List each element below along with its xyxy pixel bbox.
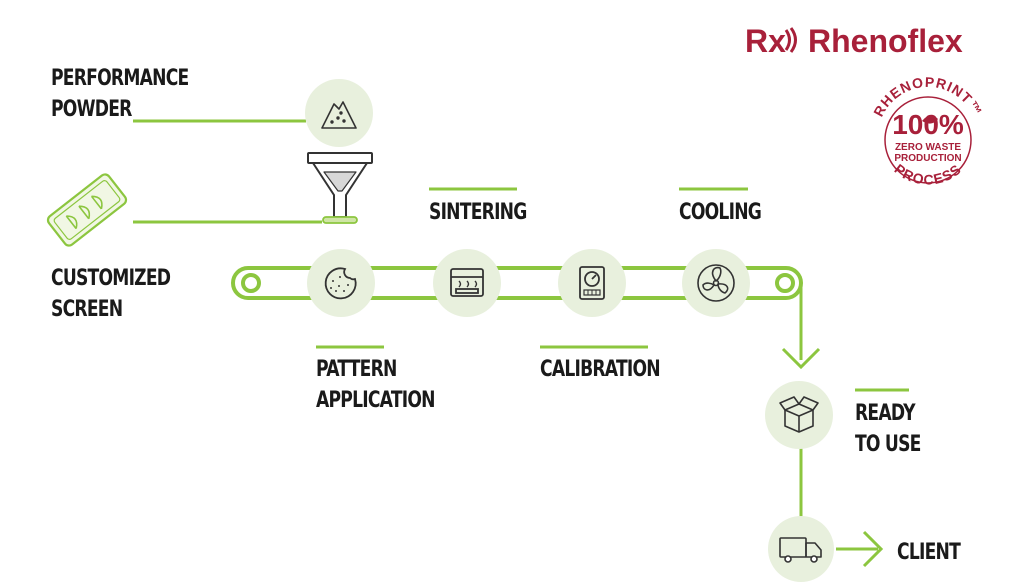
label-line: POWDER — [51, 97, 132, 122]
label-line: PATTERN — [316, 357, 397, 382]
label-sintering: SINTERING — [429, 197, 527, 228]
badge-line1: ZERO WASTE — [895, 142, 961, 153]
oven-icon — [450, 268, 484, 297]
powder-pile-icon — [321, 101, 357, 129]
ready-node — [765, 381, 833, 449]
label-line: CLIENT — [897, 540, 961, 565]
label-ready-to-use: READY TO USE — [855, 398, 921, 460]
rhenoflex-logo-mark: Rx — [745, 23, 797, 59]
pattern-node — [307, 249, 375, 317]
label-line: CALIBRATION — [540, 357, 661, 382]
sintering-node — [433, 249, 501, 317]
label-line: SINTERING — [429, 200, 527, 225]
label-performance-powder: PERFORMANCE POWDER — [51, 63, 189, 125]
gauge-icon — [579, 266, 605, 300]
label-line: READY — [855, 401, 916, 426]
cooling-node — [682, 249, 750, 317]
badge-percent: 100% — [892, 109, 964, 140]
label-calibration: CALIBRATION — [540, 354, 661, 385]
leaf-icon — [922, 115, 938, 124]
funnel-icon — [307, 152, 373, 224]
node-circles — [305, 79, 834, 582]
zero-waste-badge: RHENOPRINT™ PROCESS 100% ZERO WASTE PROD… — [870, 74, 985, 188]
label-line: SCREEN — [51, 297, 123, 322]
label-cooling: COOLING — [679, 197, 762, 228]
client-arrow — [862, 530, 884, 568]
fan-icon — [697, 264, 735, 302]
label-line: COOLING — [679, 200, 762, 225]
label-line: TO USE — [855, 432, 921, 457]
down-arrow — [781, 347, 821, 370]
label-line: APPLICATION — [316, 388, 436, 413]
flow-connectors — [133, 119, 884, 568]
label-customized-screen: CUSTOMIZED SCREEN — [51, 263, 171, 325]
truck-icon — [779, 537, 822, 563]
brand-name: Rhenoflex — [808, 23, 963, 59]
box-icon — [779, 396, 819, 433]
label-pattern-application: PATTERN APPLICATION — [316, 354, 436, 416]
badge-line2: PRODUCTION — [894, 153, 961, 164]
label-line: PERFORMANCE — [51, 66, 189, 91]
powder-node — [305, 79, 373, 147]
label-accents — [316, 187, 909, 392]
label-line: CUSTOMIZED — [51, 266, 171, 291]
badge-arc-bottom: PROCESS — [892, 161, 965, 188]
pattern-icon — [324, 267, 357, 300]
screen-plate-icon — [46, 173, 128, 247]
calibration-node — [558, 249, 626, 317]
label-client: CLIENT — [897, 537, 961, 568]
svg-text:Rx: Rx — [745, 23, 786, 59]
client-node — [768, 516, 834, 582]
